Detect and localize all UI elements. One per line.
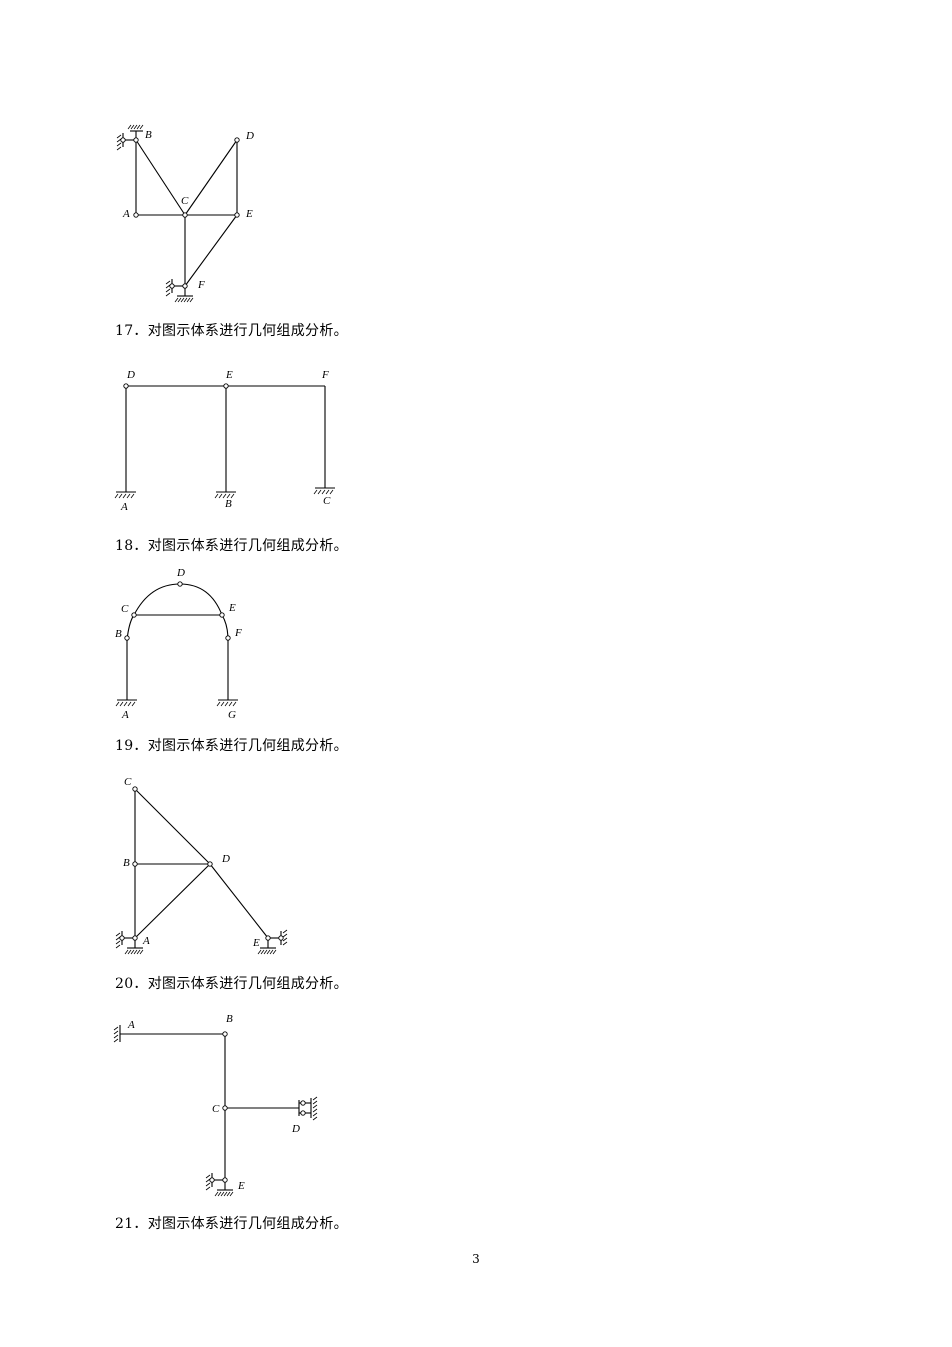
question-21: 21．对图示体系进行几何组成分析。 bbox=[115, 1216, 348, 1232]
label-A: A bbox=[142, 935, 150, 947]
label-D: D bbox=[245, 130, 254, 142]
label-C: C bbox=[212, 1103, 220, 1115]
figure-2: D E F A B C bbox=[114, 369, 335, 513]
label-E: E bbox=[237, 1180, 245, 1192]
label-D: D bbox=[126, 369, 135, 381]
label-D: D bbox=[221, 853, 230, 865]
question-18: 18．对图示体系进行几何组成分析。 bbox=[115, 538, 348, 554]
question-20: 20．对图示体系进行几何组成分析。 bbox=[115, 976, 348, 992]
label-E: E bbox=[225, 369, 233, 381]
label-C: C bbox=[323, 495, 331, 507]
label-B: B bbox=[115, 628, 122, 640]
label-C: C bbox=[121, 603, 129, 615]
figure-3: D C E B F A G bbox=[115, 567, 242, 721]
label-C: C bbox=[124, 776, 132, 788]
label-A: A bbox=[127, 1019, 135, 1031]
label-B: B bbox=[123, 857, 130, 869]
label-D: D bbox=[176, 567, 185, 579]
label-C: C bbox=[181, 195, 189, 207]
label-F: F bbox=[234, 627, 242, 639]
label-B: B bbox=[225, 498, 232, 510]
label-A: A bbox=[121, 709, 129, 721]
label-E: E bbox=[228, 602, 236, 614]
question-19: 19．对图示体系进行几何组成分析。 bbox=[115, 738, 348, 754]
label-F: F bbox=[321, 369, 329, 381]
label-E: E bbox=[245, 208, 253, 220]
label-G: G bbox=[228, 709, 236, 721]
label-B: B bbox=[145, 129, 152, 141]
figure-4: C B D A E bbox=[115, 776, 288, 955]
page-number: 3 bbox=[472, 1252, 480, 1266]
label-F: F bbox=[197, 279, 205, 291]
label-A: A bbox=[122, 208, 130, 220]
label-A: A bbox=[120, 501, 128, 513]
label-D: D bbox=[291, 1123, 300, 1135]
figure-1: B D C A E F bbox=[116, 124, 254, 303]
label-B: B bbox=[226, 1013, 233, 1025]
figure-5: A B C D E bbox=[113, 1013, 318, 1197]
question-17: 17．对图示体系进行几何组成分析。 bbox=[115, 323, 348, 339]
label-E: E bbox=[252, 937, 260, 949]
